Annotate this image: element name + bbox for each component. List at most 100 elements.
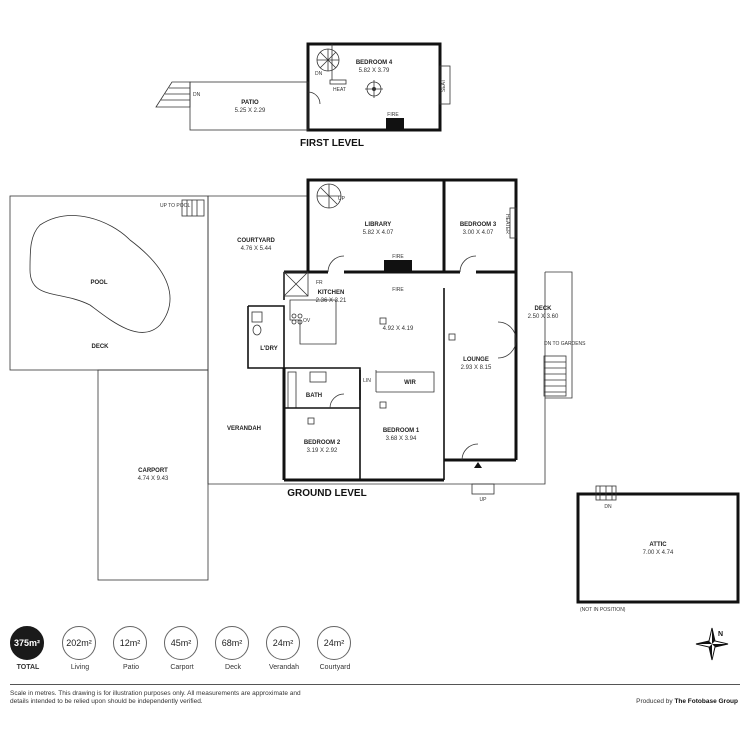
bedroom4-dims: 5.82 X 3.79 bbox=[359, 68, 390, 74]
first-level: BEDROOM 4 5.82 X 3.79 DN HEAT FIRE SEAT … bbox=[155, 42, 451, 149]
double-fireplace-icon bbox=[384, 260, 412, 272]
library-walls bbox=[306, 178, 446, 272]
heater-icon bbox=[329, 79, 347, 85]
dn-to-gardens-label: DN TO GARDENS bbox=[544, 341, 586, 347]
bath-label: BATH bbox=[306, 393, 322, 399]
stat-patio-label: Patio bbox=[123, 664, 139, 671]
seat-label: SEAT bbox=[441, 79, 447, 92]
laundry-walls bbox=[247, 305, 285, 369]
window-seat bbox=[439, 65, 451, 105]
stat-verandah-value: 24m² bbox=[266, 626, 300, 660]
fireplace-icon bbox=[386, 118, 404, 130]
pool-shape bbox=[29, 215, 171, 333]
fire-label: FIRE bbox=[387, 112, 399, 118]
stat-total: 375m² TOTAL bbox=[10, 626, 46, 671]
bathtub-icon bbox=[287, 371, 297, 409]
living-fire-label: FIRE bbox=[392, 287, 404, 293]
attic-plan: DN ATTIC 7.00 X 4.74 (NOT IN POSITION) bbox=[576, 485, 740, 613]
ground-level: POOL DECK UP TO POOL COURTYARD 4.76 X 5.… bbox=[9, 178, 586, 581]
stat-living-label: Living bbox=[70, 664, 90, 671]
stat-carport-label: Carport bbox=[170, 664, 194, 671]
first-level-title: FIRST LEVEL bbox=[300, 138, 364, 149]
stat-total-label: TOTAL bbox=[16, 664, 40, 671]
produced-by: Produced by The Fotobase Group bbox=[636, 698, 738, 705]
verandah-label: VERANDAH bbox=[227, 426, 261, 432]
wir-outline bbox=[376, 371, 435, 393]
attic-dims: 7.00 X 4.74 bbox=[643, 550, 674, 556]
stat-living: 202m² Living bbox=[62, 626, 98, 671]
bedroom1-label: BEDROOM 1 bbox=[383, 428, 420, 434]
heater-label: HEATER bbox=[504, 214, 510, 234]
carport-label: CARPORT bbox=[138, 468, 168, 474]
pool-label: POOL bbox=[90, 280, 107, 286]
stat-courtyard-label: Courtyard bbox=[319, 664, 351, 671]
stat-patio-value: 12m² bbox=[113, 626, 147, 660]
stat-deck: 68m² Deck bbox=[215, 626, 251, 671]
stat-carport: 45m² Carport bbox=[164, 626, 200, 671]
bedroom3-label: BEDROOM 3 bbox=[460, 222, 497, 228]
produced-by-label: Produced by bbox=[636, 698, 673, 705]
bedroom3-dims: 3.00 X 4.07 bbox=[463, 230, 494, 236]
bedroom2-dims: 3.19 X 2.92 bbox=[307, 448, 338, 454]
entry-up-label: UP bbox=[480, 497, 488, 503]
carport-outline bbox=[97, 369, 209, 581]
deck-right-outline bbox=[545, 271, 573, 399]
entry-steps bbox=[471, 483, 495, 495]
garden-stairs bbox=[543, 355, 567, 397]
living-dims: 4.92 X 4.19 bbox=[383, 326, 414, 332]
stat-total-value: 375m² bbox=[10, 626, 44, 660]
attic-walls bbox=[576, 492, 740, 604]
vanity-icon bbox=[309, 371, 327, 383]
bedroom3-door-arc bbox=[459, 255, 477, 273]
stat-courtyard: 24m² Courtyard bbox=[317, 626, 353, 671]
footer-divider bbox=[10, 684, 740, 685]
courtyard-dims: 4.76 X 5.44 bbox=[241, 246, 272, 252]
kitchen-bench bbox=[289, 299, 337, 345]
up-to-pool-stairs bbox=[181, 199, 205, 217]
library-dims: 5.82 X 4.07 bbox=[363, 230, 394, 236]
carport-dims: 4.74 X 9.43 bbox=[138, 476, 169, 482]
patio-dn-label: DN bbox=[193, 92, 201, 98]
kitchen-label: KITCHEN bbox=[318, 290, 345, 296]
area-stats: 375m² TOTAL 202m² Living 12m² Patio 45m²… bbox=[10, 626, 430, 678]
bedroom3-walls bbox=[444, 178, 518, 272]
up-to-pool-label: UP TO POOL bbox=[160, 203, 191, 209]
stat-deck-label: Deck bbox=[225, 664, 241, 671]
pool-deck-outline bbox=[9, 195, 209, 371]
patio-stairs bbox=[155, 81, 191, 108]
stat-verandah: 24m² Verandah bbox=[266, 626, 302, 671]
attic-dn-label: DN bbox=[604, 504, 612, 510]
courtyard-label: COURTYARD bbox=[237, 238, 275, 244]
bedroom2-label: BEDROOM 2 bbox=[304, 440, 341, 446]
compass-n-label: N bbox=[718, 631, 723, 638]
lounge-dims: 2.93 X 8.15 bbox=[461, 365, 492, 371]
stat-living-value: 202m² bbox=[62, 626, 96, 660]
stat-deck-value: 68m² bbox=[215, 626, 249, 660]
deck-right-dims: 2.50 X 3.60 bbox=[528, 314, 559, 320]
patio-outline bbox=[189, 81, 309, 131]
entry-door-arc bbox=[461, 443, 479, 461]
laundry-label: L'DRY bbox=[260, 346, 278, 352]
stat-patio: 12m² Patio bbox=[113, 626, 149, 671]
oven-label: OV bbox=[303, 318, 311, 324]
dn-label: DN bbox=[315, 71, 323, 77]
stat-courtyard-value: 24m² bbox=[317, 626, 351, 660]
library-label: LIBRARY bbox=[365, 222, 391, 228]
library-fire-label: FIRE bbox=[392, 254, 404, 260]
bedroom1-dims: 3.68 X 3.94 bbox=[386, 436, 417, 442]
patio-dims: 5.25 X 2.29 bbox=[235, 108, 266, 114]
patio-label: PATIO bbox=[241, 100, 259, 106]
ground-level-title: GROUND LEVEL bbox=[287, 488, 366, 499]
bedroom4-label: BEDROOM 4 bbox=[356, 60, 393, 66]
heater-icon-2 bbox=[509, 207, 517, 239]
disclaimer-text: Scale in metres. This drawing is for ill… bbox=[10, 690, 301, 705]
deck-left-label: DECK bbox=[91, 344, 109, 350]
heat-label: HEAT bbox=[333, 87, 346, 93]
attic-label: ATTIC bbox=[649, 542, 667, 548]
verandah-outline bbox=[207, 196, 546, 485]
entry-arrow-icon bbox=[474, 462, 482, 468]
deck-right-label: DECK bbox=[534, 306, 552, 312]
lin-label: LIN bbox=[363, 378, 371, 384]
compass-icon: N bbox=[695, 627, 729, 661]
